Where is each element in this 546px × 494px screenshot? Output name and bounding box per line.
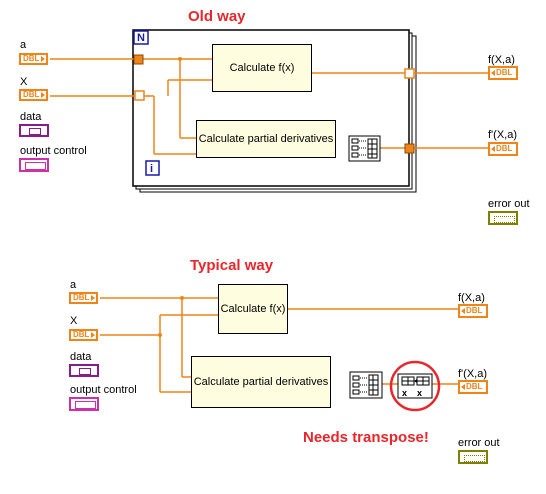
tunnel-input-x	[134, 90, 145, 101]
build-array-icon	[349, 371, 383, 399]
indicator-error[interactable]	[488, 211, 518, 225]
control-label-output-control: output control	[20, 145, 87, 157]
wire-junction	[158, 333, 162, 337]
indicator-label-fpx: f'(X,a)	[488, 129, 517, 141]
shift-input-a	[133, 54, 144, 65]
top-title: Old way	[188, 8, 246, 25]
control-a[interactable]: DBL	[69, 292, 98, 304]
control-label-data: data	[20, 111, 42, 123]
svg-text:x: x	[417, 388, 422, 398]
top-wires	[50, 58, 488, 155]
indicator-fx[interactable]: DBL	[458, 304, 488, 318]
control-x[interactable]: DBL	[19, 89, 48, 101]
subvi-calculate-derivatives[interactable]: Calculate partial derivatives	[196, 120, 336, 158]
control-data[interactable]	[19, 124, 49, 137]
indicator-label-fpx: f'(X,a)	[458, 368, 487, 380]
wire-junction	[178, 57, 182, 61]
subvi-calculate-fx[interactable]: Calculate f(x)	[218, 284, 288, 334]
tunnel-output-fx	[404, 68, 415, 79]
indicator-fpx[interactable]: DBL	[488, 142, 518, 156]
loop-count-label: N	[137, 32, 145, 44]
control-x[interactable]: DBL	[69, 329, 98, 341]
control-label-a: a	[70, 279, 77, 291]
indicator-label-fx: f(X,a)	[458, 292, 485, 304]
indicator-label-error: error out	[488, 198, 530, 210]
control-output-control[interactable]	[19, 158, 49, 172]
control-output-control[interactable]	[69, 397, 99, 411]
indicator-fx[interactable]: DBL	[488, 66, 518, 80]
bottom-title: Typical way	[190, 257, 274, 274]
control-data[interactable]	[69, 364, 99, 377]
loop-count-terminal	[133, 30, 149, 45]
control-label-x: X	[70, 315, 78, 327]
indicator-label-fx: f(X,a)	[488, 54, 515, 66]
loop-iteration-terminal	[145, 160, 160, 176]
control-label-output-control: output control	[70, 384, 137, 396]
indicator-error[interactable]	[458, 450, 488, 464]
transpose-note: Needs transpose!	[303, 429, 429, 446]
bottom-wires	[100, 297, 458, 393]
tunnel-output-deriv	[404, 143, 415, 154]
wire-junction	[180, 296, 184, 300]
iteration-label: i	[150, 163, 154, 175]
subvi-calculate-fx[interactable]: Calculate f(x)	[212, 44, 312, 92]
build-array-icon	[348, 135, 381, 162]
indicator-label-error: error out	[458, 437, 500, 449]
indicator-fpx[interactable]: DBL	[458, 380, 488, 394]
control-label-a: a	[20, 39, 27, 51]
control-label-x: X	[20, 76, 28, 88]
highlight-circle	[389, 360, 441, 412]
control-a[interactable]: DBL	[19, 53, 48, 65]
svg-text:x: x	[402, 388, 407, 398]
subvi-calculate-derivatives[interactable]: Calculate partial derivatives	[191, 356, 331, 408]
transpose-icon: x x	[397, 373, 433, 399]
control-label-data: data	[70, 351, 92, 363]
